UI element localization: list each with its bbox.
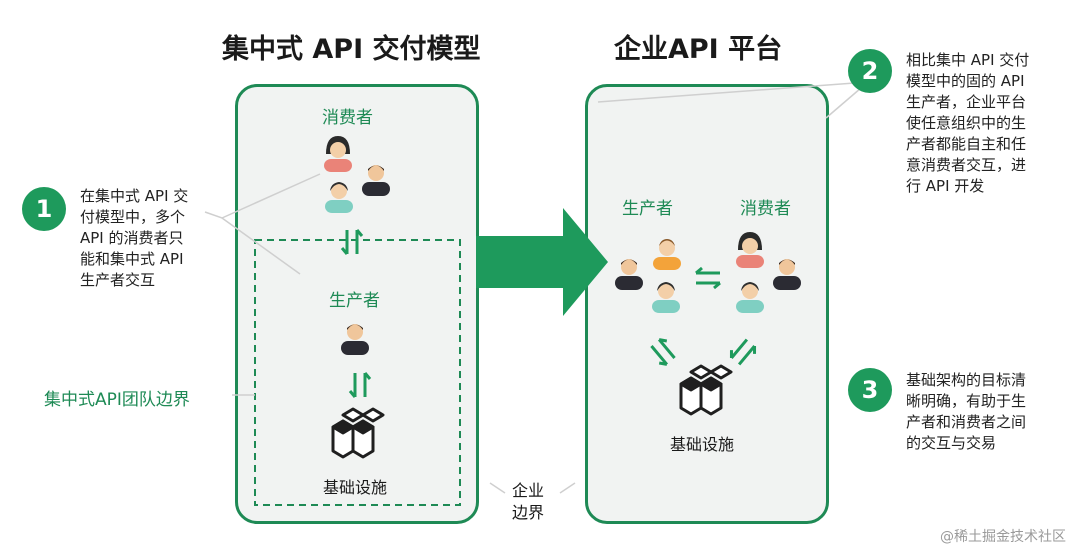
right-consumers-label: 消费者	[740, 199, 791, 219]
right-title: 企业API 平台	[614, 34, 783, 65]
left-infra-label: 基础设施	[323, 478, 388, 497]
note-2-badge: 2	[848, 49, 892, 93]
big-arrow	[476, 208, 608, 316]
note-2-text: 相比集中 API 交付 模型中的固的 API 生产者，企业平台 使任意组织中的生…	[906, 51, 1030, 195]
left-title: 集中式 API 交付模型	[222, 34, 481, 65]
left-producer-label: 生产者	[329, 291, 380, 311]
note-1-badge: 1	[22, 187, 66, 231]
note-3-badge: 3	[848, 368, 892, 412]
team-boundary-label: 集中式API团队边界	[44, 390, 190, 410]
enterprise-boundary-label: 企业 边界	[512, 481, 545, 522]
note-3-text: 基础架构的目标清 晰明确，有助于生 产者和消费者之间 的交互与交易	[906, 371, 1027, 452]
right-infra-label: 基础设施	[670, 435, 735, 454]
right-producers-label: 生产者	[622, 199, 673, 219]
left-consumers-label: 消费者	[322, 108, 373, 128]
enterprise-platform-panel	[585, 84, 829, 524]
team-boundary-box	[254, 239, 461, 506]
note-1-text: 在集中式 API 交 付模型中，多个 API 的消费者只 能和集中式 API 生…	[80, 187, 189, 289]
watermark: @稀土掘金技术社区	[940, 529, 1066, 545]
